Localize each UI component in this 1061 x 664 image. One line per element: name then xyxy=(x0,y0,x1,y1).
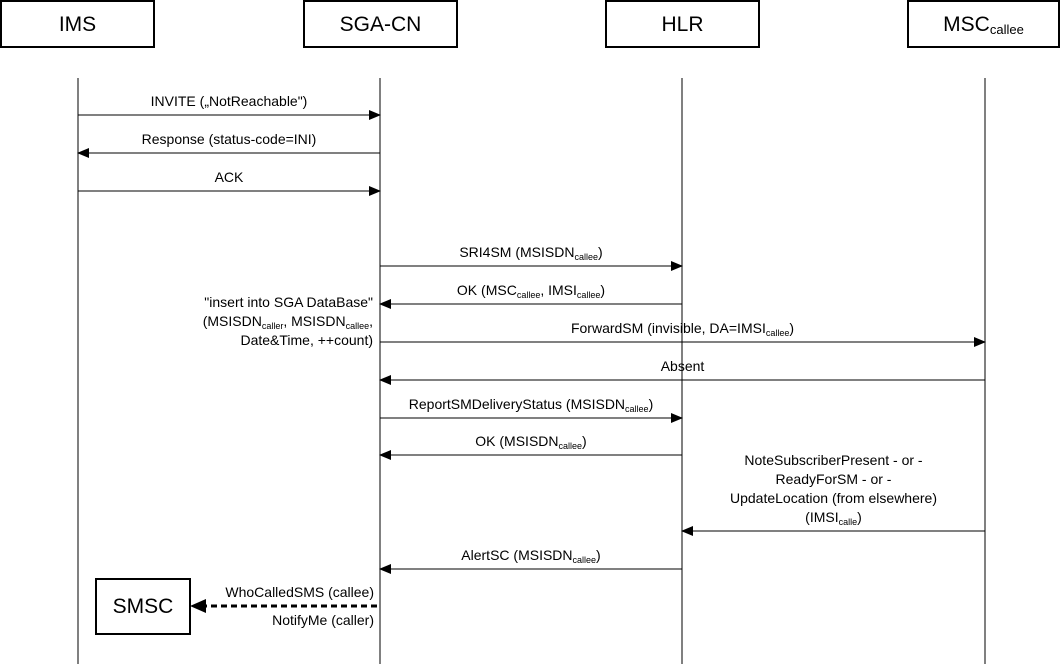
message-label: (IMSIcalle) xyxy=(805,509,862,527)
subscript-text: callee xyxy=(625,404,649,414)
label-fragment: MSC xyxy=(943,13,990,36)
message-sri4sm: SRI4SM (MSISDNcallee) xyxy=(380,244,683,271)
label-fragment: IMS xyxy=(59,13,96,36)
participant-box xyxy=(0,0,155,48)
label-fragment: OK (MSC xyxy=(457,282,517,298)
message-label: SRI4SM (MSISDNcallee) xyxy=(459,244,602,262)
message-ok-msc: OK (MSCcallee, IMSIcallee) xyxy=(379,282,682,309)
participant-label: MSCcallee xyxy=(943,13,1024,37)
label-fragment: SGA-CN xyxy=(340,13,422,36)
label-fragment: ACK xyxy=(215,169,244,185)
participant-box xyxy=(907,0,1060,48)
label-fragment: OK (MSISDN xyxy=(475,433,558,449)
message-ack: ACK xyxy=(78,169,381,196)
arrowhead xyxy=(190,599,206,613)
smsc-box xyxy=(95,578,191,635)
message-label: OK (MSCcallee, IMSIcallee) xyxy=(457,282,605,300)
label-fragment: AlertSC (MSISDN xyxy=(461,547,572,563)
label-fragment: ReadyForSM - or - xyxy=(776,471,892,487)
subscript-text: callee xyxy=(990,22,1024,37)
message-forwardsm: ForwardSM (invisible, DA=IMSIcallee) xyxy=(380,320,986,347)
label-fragment: Absent xyxy=(661,358,705,374)
subscript-text: callee xyxy=(346,321,370,331)
message-label: Absent xyxy=(661,358,705,374)
db-insert-note: (MSISDNcaller, MSISDNcallee, xyxy=(203,313,373,331)
participant-msc: MSCcallee xyxy=(907,0,1060,48)
label-fragment: UpdateLocation (from elsewhere) xyxy=(730,490,937,506)
message-response: Response (status-code=INI) xyxy=(77,131,380,158)
label-fragment: Response (status-code=INI) xyxy=(142,131,317,147)
label-fragment: NoteSubscriberPresent - or - xyxy=(744,452,923,468)
participant-label: IMS xyxy=(59,13,96,36)
subscript-text: calle xyxy=(839,517,858,527)
subscript-text: callee xyxy=(573,555,597,565)
subscript-text: callee xyxy=(766,328,790,338)
participant-label: HLR xyxy=(661,13,703,36)
smsc-label: SMSC xyxy=(113,595,174,618)
message-label: OK (MSISDNcallee) xyxy=(475,433,586,451)
label-fragment: SRI4SM (MSISDN xyxy=(459,244,574,260)
message-reportsm: ReportSMDeliveryStatus (MSISDNcallee) xyxy=(380,396,683,423)
message-notesub: NoteSubscriberPresent - or - ReadyForSM -… xyxy=(681,452,985,536)
participant-ims: IMS xyxy=(0,0,155,48)
label-fragment: Date&Time, ++count) xyxy=(240,332,373,348)
label-fragment: ) xyxy=(582,433,587,449)
label-fragment: , xyxy=(369,313,373,329)
label-fragment: "insert into SGA DataBase" xyxy=(204,294,373,310)
label-fragment: (MSISDN xyxy=(203,313,262,329)
label-fragment: ForwardSM (invisible, DA=IMSI xyxy=(571,320,766,336)
label-fragment: ) xyxy=(649,396,654,412)
label-fragment: ) xyxy=(789,320,794,336)
participant-box xyxy=(303,0,458,48)
smsc-node: SMSC xyxy=(95,578,191,635)
subscript-text: callee xyxy=(574,252,598,262)
subscript-text: callee xyxy=(577,290,601,300)
participant-box xyxy=(605,0,760,48)
label-fragment: HLR xyxy=(661,13,703,36)
message-alertsc: AlertSC (MSISDNcallee) xyxy=(379,547,682,574)
message-whocalledsms: WhoCalledSMS (callee) NotifyMe (caller) xyxy=(190,584,377,628)
label-fragment: ) xyxy=(857,509,862,525)
label-fragment: ReportSMDeliveryStatus (MSISDN xyxy=(409,396,625,412)
subscript-text: callee xyxy=(559,441,583,451)
db-insert-note: "insert into SGA DataBase" xyxy=(204,294,373,310)
notifyme-label: NotifyMe (caller) xyxy=(272,612,374,628)
label-fragment: (IMSI xyxy=(805,509,838,525)
message-invite: INVITE („NotReachable") xyxy=(78,93,381,120)
message-absent: Absent xyxy=(379,358,985,385)
participant-label: SGA-CN xyxy=(340,13,422,36)
message-label: ReadyForSM - or - xyxy=(776,471,892,487)
subscript-text: callee xyxy=(517,290,541,300)
whocalledsms-label: WhoCalledSMS (callee) xyxy=(225,584,374,600)
participant-sga: SGA-CN xyxy=(303,0,458,48)
message-label: ForwardSM (invisible, DA=IMSIcallee) xyxy=(571,320,794,338)
subscript-text: caller xyxy=(262,321,284,331)
label-fragment: ) xyxy=(600,282,605,298)
label-fragment: , IMSI xyxy=(540,282,577,298)
label-fragment: ) xyxy=(598,244,603,260)
message-ok-msisdn: OK (MSISDNcallee) xyxy=(379,433,682,460)
participant-hlr: HLR xyxy=(605,0,760,48)
label-fragment: ) xyxy=(596,547,601,563)
db-insert-note: Date&Time, ++count) xyxy=(240,332,373,348)
message-label: ReportSMDeliveryStatus (MSISDNcallee) xyxy=(409,396,653,414)
message-label: ACK xyxy=(215,169,244,185)
label-fragment: , MSISDN xyxy=(283,313,345,329)
message-label: Response (status-code=INI) xyxy=(142,131,317,147)
message-label: UpdateLocation (from elsewhere) xyxy=(730,490,937,506)
message-label: NoteSubscriberPresent - or - xyxy=(744,452,923,468)
message-label: INVITE („NotReachable") xyxy=(151,93,308,109)
message-label: AlertSC (MSISDNcallee) xyxy=(461,547,600,565)
label-fragment: INVITE („NotReachable") xyxy=(151,93,308,109)
